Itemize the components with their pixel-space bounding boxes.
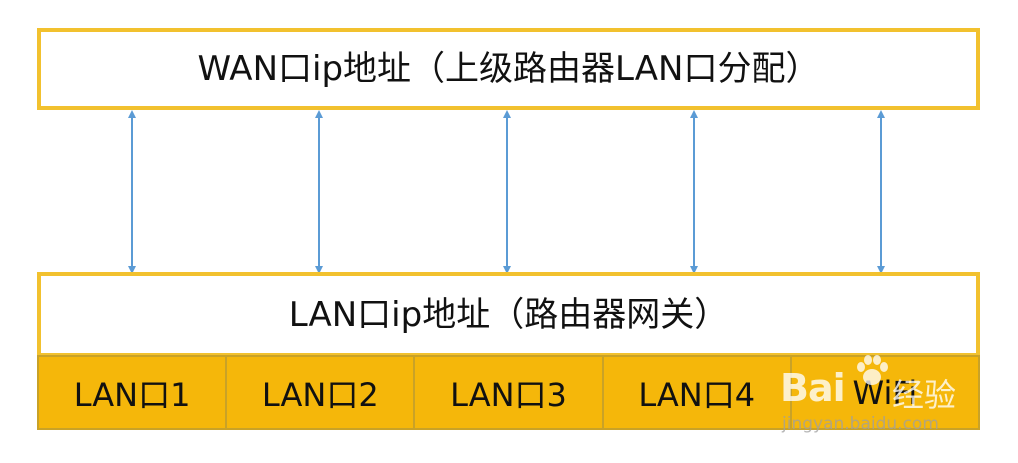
lan-label: LAN口ip地址（路由器网关） [288, 294, 729, 335]
wan-label: WAN口ip地址（上级路由器LAN口分配） [197, 49, 820, 89]
port-label: LAN口4 [638, 375, 756, 414]
wan-box: WAN口ip地址（上级路由器LAN口分配） [37, 28, 980, 110]
lan-box: LAN口ip地址（路由器网关） [37, 272, 980, 357]
port-lan-2: LAN口2 [227, 357, 416, 428]
port-row: LAN口1 LAN口2 LAN口3 LAN口4 WiFi [37, 355, 980, 430]
port-wifi: WiFi [792, 357, 978, 428]
port-label: LAN口2 [261, 375, 379, 414]
port-label: LAN口3 [450, 375, 567, 414]
port-lan-4: LAN口4 [604, 357, 792, 428]
port-label: WiFi [852, 373, 918, 412]
port-label: LAN口1 [73, 375, 191, 414]
port-lan-3: LAN口3 [415, 357, 604, 428]
port-lan-1: LAN口1 [39, 357, 228, 428]
